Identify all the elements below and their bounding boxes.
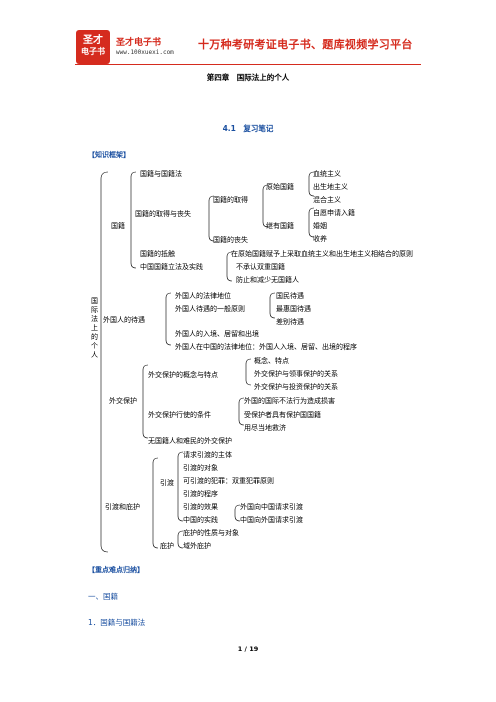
bracket-waiguoren — [165, 292, 172, 346]
node-zhuti: 请求引渡的主体 — [183, 451, 232, 459]
node-sangshi: 国籍的丧失 — [213, 236, 248, 244]
site-url[interactable]: www.100xuexi.com — [116, 49, 174, 56]
node-qude-sangshi: 国籍的取得与丧失 — [135, 210, 191, 218]
node-chabie: 差别待遇 — [276, 318, 304, 326]
bracket-bihu — [177, 530, 184, 549]
node-nanmin: 无国籍人和难民的外交保护 — [148, 437, 232, 445]
node-yiban: 外国人待遇的一般原则 — [175, 305, 245, 313]
node-xue: 血统主义 — [313, 170, 341, 178]
bracket-gainian — [245, 358, 252, 386]
node-hunyin: 婚姻 — [313, 222, 327, 230]
node-dichu: 国籍的抵触 — [140, 250, 175, 258]
bracket-guoji — [130, 171, 137, 269]
node-lingshi: 外交保护与领事保护的关系 — [254, 370, 338, 378]
node-tedian: 概念、特点 — [254, 357, 289, 365]
node-duixiang: 引渡的对象 — [183, 464, 218, 472]
node-jichuan: 继有国籍 — [266, 222, 294, 230]
logo-bottom-text: 电子书 — [81, 47, 105, 56]
node-yindu: 引渡 — [160, 479, 174, 487]
node-chusheng: 出生地主义 — [313, 183, 348, 191]
bracket-yiban — [269, 292, 276, 319]
node-baohu: 外交保护 — [109, 397, 137, 405]
node-cn1: 在原始国籍赋予上采取血统主义和出生地主义相结合的原则 — [231, 250, 413, 258]
node-xiaoguo: 引渡的效果 — [183, 503, 218, 511]
node-chengxu: 引渡的程序 — [183, 490, 218, 498]
node-xingzhi: 庇护的性质与对象 — [183, 529, 239, 537]
node-yuanshi: 原始国籍 — [266, 183, 294, 191]
node-shoubaohu: 受保护者具有保护国国籍 — [244, 411, 321, 419]
root-label: 国际法上的个人 — [91, 297, 98, 359]
bracket-yindu — [177, 451, 184, 522]
node-shouyang: 收养 — [313, 235, 327, 243]
node-waiguoren-zhongguo: 外国人在中国的法律地位：外国人入境、居留、出境的程序 — [175, 343, 357, 351]
node-xiang: 外国向中国请求引渡 — [240, 503, 303, 511]
node-guomin: 国民待遇 — [276, 292, 304, 300]
bracket-baohu — [142, 364, 149, 439]
bracket-qude — [262, 184, 269, 228]
bracket-yuanshi — [308, 171, 315, 197]
node-gainian: 外交保护的概念与特点 — [148, 371, 218, 379]
bracket-yindu-shijian — [234, 504, 241, 522]
node-yindu-shijian: 中国的实践 — [183, 516, 218, 524]
node-yuwai: 域外庇护 — [183, 542, 211, 550]
header-slogan: 十万种考研考证电子书、题库视频学习平台 — [198, 38, 413, 51]
node-qude: 国籍的取得 — [213, 196, 248, 204]
node-bihu: 庇护 — [160, 542, 174, 550]
bracket-root — [100, 171, 109, 553]
node-yongjin: 用尽当地救济 — [244, 424, 286, 432]
section-title: 4.1 复习笔记 — [222, 124, 274, 133]
brand-name: 圣才电子书 — [116, 38, 162, 48]
header-rule — [75, 64, 421, 65]
node-tiaojian: 外交保护行使的条件 — [148, 411, 211, 419]
node-fanzui: 可引渡的犯罪：双重犯罪原则 — [183, 477, 274, 485]
bracket-jichuan — [308, 207, 315, 238]
node-yindu-bihu: 引渡和庇护 — [105, 503, 140, 511]
node-guoji: 国籍 — [111, 222, 125, 230]
heading-guoji: 一、国籍 — [88, 592, 118, 601]
node-shenqing: 自愿申请入籍 — [313, 209, 355, 217]
node-zhongxiang: 中国向外国请求引渡 — [240, 516, 303, 524]
node-waiguoren: 外国人的待遇 — [103, 316, 145, 324]
framework-tag: 【知识框架】 — [88, 151, 130, 159]
node-touzi: 外交保护与投资保护的关系 — [254, 383, 338, 391]
bracket-zhongguo — [226, 251, 233, 282]
node-zhongguo-shijian: 中国国籍立法及实践 — [140, 263, 203, 271]
heading-guoji-fa: 1．国籍与国籍法 — [88, 618, 146, 627]
node-cn2: 不承认双重国籍 — [236, 263, 285, 271]
page-number: 1 / 19 — [237, 645, 259, 653]
node-rujing: 外国人的入境、居留和出境 — [175, 330, 259, 338]
node-cn3: 防止和减少无国籍人 — [236, 276, 299, 284]
node-sunhai: 外国的国际不法行为造成损害 — [244, 397, 335, 405]
bracket-qude-sangshi — [208, 195, 215, 242]
bracket-yindu-bihu — [152, 457, 159, 549]
logo: 圣才 电子书 — [76, 30, 110, 64]
node-diwei: 外国人的法律地位 — [175, 292, 231, 300]
chapter-title: 第四章 国际法上的个人 — [206, 73, 290, 82]
node-guoji-fa: 国籍与国籍法 — [140, 170, 182, 178]
bracket-tiaojian — [238, 397, 245, 426]
difficulty-tag: 【重点难点归纳】 — [88, 566, 144, 574]
logo-top-text: 圣才 — [83, 35, 103, 46]
node-zuihui: 最惠国待遇 — [276, 305, 311, 313]
node-hunhe: 混合主义 — [313, 196, 341, 204]
